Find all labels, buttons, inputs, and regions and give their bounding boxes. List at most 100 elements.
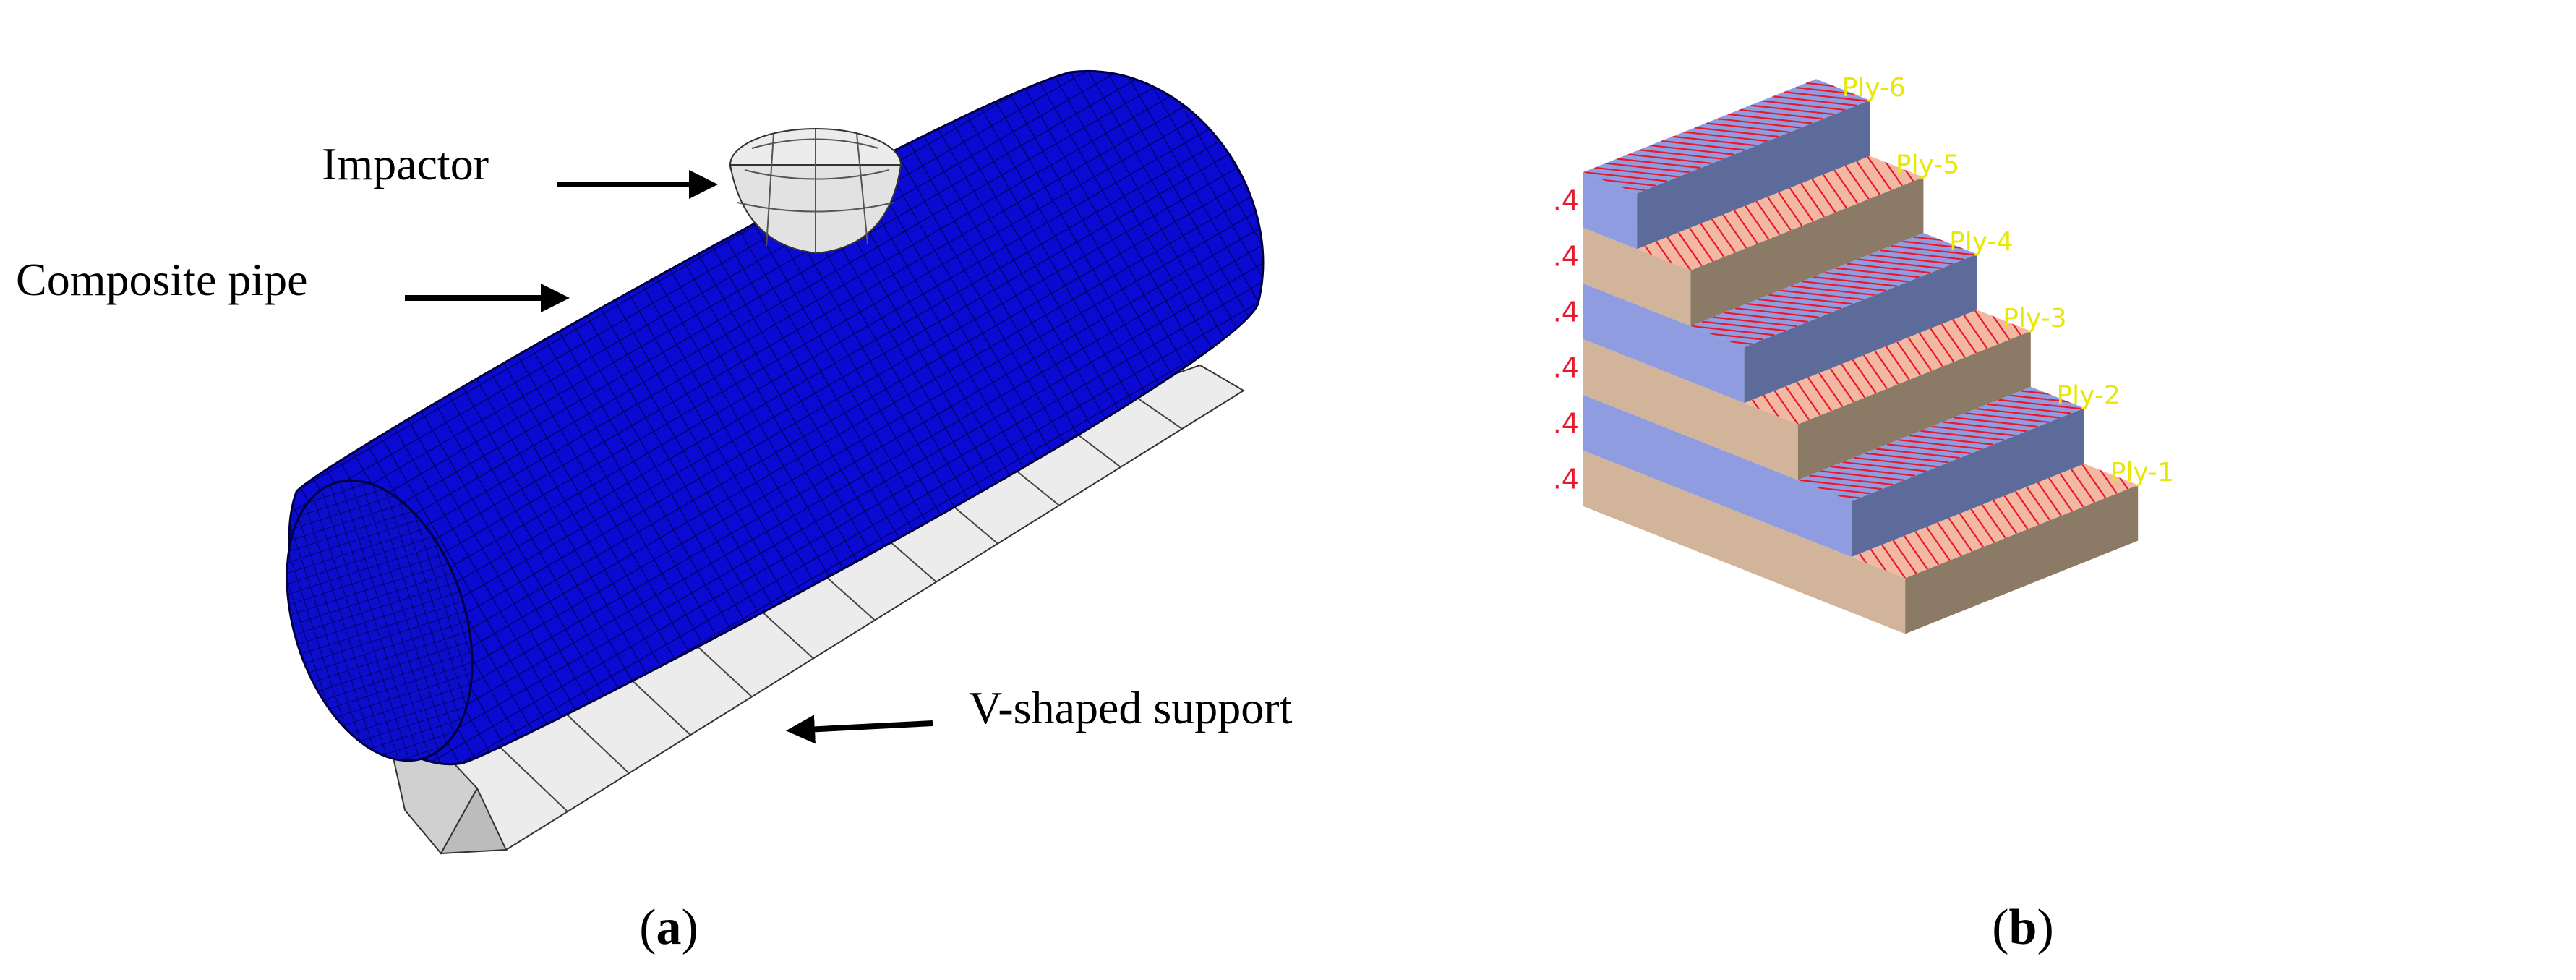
hatch-line <box>1862 61 1946 70</box>
hatch-line <box>1918 332 1943 367</box>
hatch-line <box>2102 161 2186 171</box>
hatch-line <box>1778 192 1803 226</box>
hatch-line <box>1722 214 1747 249</box>
thickness-labels: t = 0.4t = 0.4t = 0.4t = 0.4t = 0.4t = 0… <box>1484 185 1579 495</box>
hatch-line <box>2013 99 2036 132</box>
hatch-line <box>2125 153 2209 162</box>
hatch-line <box>2327 367 2350 400</box>
hatch-line <box>2024 192 2108 202</box>
hatch-line <box>2075 270 2098 304</box>
hatch-line <box>2383 344 2406 378</box>
hatch-line <box>2132 346 2216 356</box>
hatch-line <box>1931 425 2016 437</box>
hatch-line <box>1779 289 1864 301</box>
hatch-line <box>2102 63 2125 96</box>
hatch-line <box>2221 311 2305 320</box>
caption-a: (a) <box>639 900 698 955</box>
hatch-line <box>1917 38 2001 48</box>
hatch-line <box>1857 258 1942 270</box>
ply-front-face <box>1852 408 2084 557</box>
hatch-line <box>1746 302 1831 314</box>
hatch-line <box>2026 486 2051 521</box>
hatch-line <box>1785 385 1810 421</box>
hatch-line <box>2225 112 2309 122</box>
hatch-line <box>2298 182 2321 215</box>
hatch-line <box>2048 477 2074 512</box>
hatch-line <box>2194 420 2217 453</box>
hatch-line <box>1761 100 1846 111</box>
hatch-line <box>2080 170 2164 179</box>
hatch-line <box>2191 27 2214 61</box>
support-arrow <box>786 715 933 744</box>
impactor <box>729 128 902 255</box>
hatch-line <box>2099 359 2183 369</box>
hatch-line <box>1733 210 1758 244</box>
hatch-line <box>1594 166 1679 178</box>
hatch-line <box>1875 448 1960 459</box>
hatch-line <box>2146 46 2169 79</box>
hatch-line <box>2037 482 2062 516</box>
hatch-line <box>2176 328 2260 338</box>
hatch-line <box>1873 56 1956 66</box>
hatch-line <box>2254 200 2277 233</box>
hatch-line <box>1771 589 1794 623</box>
hatch-line <box>1666 236 1692 270</box>
thickness-label: t = 0.4 <box>1484 408 1579 440</box>
hatch-line <box>2372 349 2395 382</box>
hatch-line <box>2181 130 2264 140</box>
support-label: V-shaped support <box>969 682 1293 733</box>
hatch-line <box>2153 239 2176 273</box>
ply-side-face <box>1583 284 1745 404</box>
ply-label: Ply-2 <box>2056 381 2120 411</box>
hatch-line <box>1689 227 1714 263</box>
hatch-line <box>1789 187 1814 222</box>
hatch-line <box>2046 85 2069 119</box>
hatch-line <box>1750 104 1835 116</box>
ply-side-face <box>1583 395 1852 557</box>
hatch-line <box>2157 41 2181 74</box>
hatch-line <box>1856 161 1881 195</box>
hatch-line <box>2191 126 2275 135</box>
hatch-line <box>1724 312 1808 323</box>
hatch-line <box>2003 495 2029 530</box>
hatch-line <box>1969 215 2053 224</box>
hatch-line <box>2057 81 2080 114</box>
hatch-line <box>1797 479 1883 490</box>
hatch-line <box>1979 112 2002 145</box>
hatch-line <box>2264 195 2288 228</box>
hatch-line <box>1963 315 1988 349</box>
hatch-line <box>1995 7 2079 17</box>
hatch-line <box>2394 340 2417 373</box>
hatch-line <box>1937 521 1962 557</box>
hatch-line <box>2199 320 2282 329</box>
hatch-line <box>1800 183 1826 218</box>
ply-side-face <box>1583 228 1691 326</box>
ply-label: Ply-1 <box>2110 458 2174 487</box>
hatch-line <box>2416 331 2439 365</box>
hatch-line <box>1844 165 1870 200</box>
hatch-line <box>1874 350 1899 385</box>
hatch-line <box>2165 333 2249 342</box>
thickness-label: t = 0.4 <box>1484 241 1579 273</box>
hatch-line <box>2180 32 2203 65</box>
ply-side-face <box>1583 172 1638 250</box>
thickness-label: t = 0.4 <box>1484 464 1579 495</box>
hatch-line <box>1880 249 1964 260</box>
hatch-line <box>2168 36 2191 69</box>
hatch-line <box>2188 324 2272 333</box>
hatch-line <box>1948 517 1973 553</box>
hatch-line <box>2171 429 2194 462</box>
hatch-line <box>2216 411 2239 444</box>
hatch-line <box>1842 461 1927 472</box>
ply-label: Ply-3 <box>2003 304 2066 333</box>
hatch-line <box>2018 0 2102 7</box>
hatch-line <box>1990 108 2014 141</box>
hatch-line <box>2003 201 2087 210</box>
hatch-line <box>2282 384 2306 417</box>
hatch-line <box>1954 417 2038 428</box>
hatch-line <box>1865 452 1949 464</box>
hatch-line <box>2165 235 2188 268</box>
hatch-line <box>2249 398 2272 431</box>
hatch-line <box>1968 116 1991 150</box>
